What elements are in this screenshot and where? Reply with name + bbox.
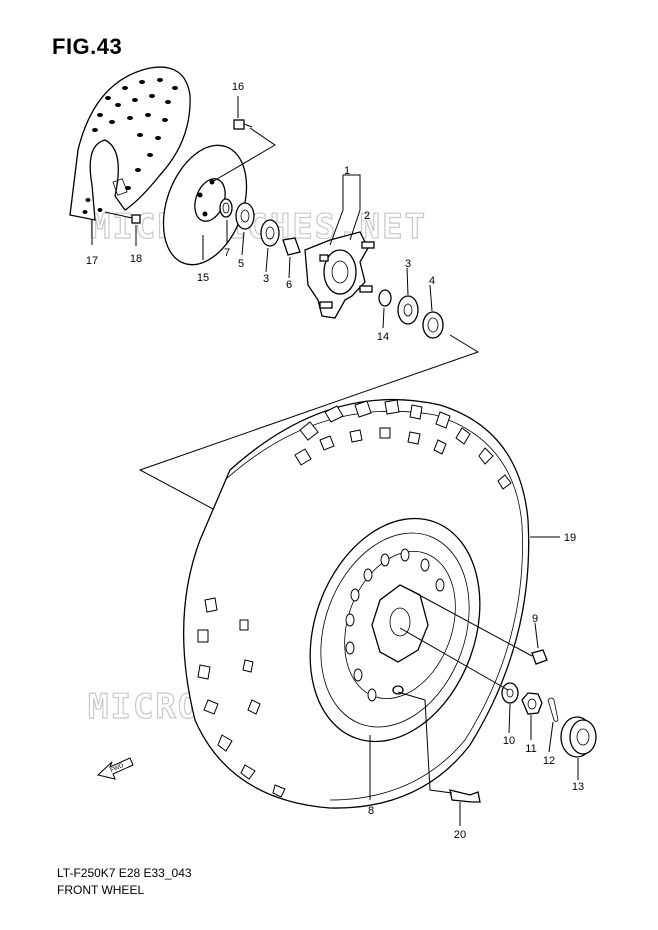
- bearing-3-outer: [397, 295, 419, 325]
- cotter-pin-12: [547, 697, 559, 722]
- callout-10: 10: [503, 735, 515, 747]
- callout-8: 8: [368, 805, 374, 817]
- footer-model-code: LT-F250K7 E28 E33_043: [57, 866, 192, 880]
- callout-7: 7: [224, 247, 230, 259]
- callout-2: 2: [364, 210, 370, 222]
- castle-nut-11: [521, 692, 543, 715]
- callout-14: 14: [377, 331, 389, 343]
- bearing-5: [235, 202, 255, 230]
- callout-20: 20: [454, 829, 466, 841]
- washer-10: [501, 682, 519, 704]
- callout-9: 9: [532, 613, 538, 625]
- fwd-label: FWD: [110, 763, 126, 774]
- callout-leaders: [91, 96, 579, 826]
- footer-figure-name: FRONT WHEEL: [57, 883, 145, 897]
- assembly-guide-line: [138, 334, 480, 511]
- bolt-16: [233, 119, 253, 130]
- callout-13: 13: [572, 781, 584, 793]
- hub-cap-13: [560, 716, 597, 758]
- callout-3a: 3: [263, 273, 269, 285]
- leader-9-line: [409, 589, 533, 657]
- brake-disc: [162, 144, 248, 266]
- wheel-tire: [183, 399, 530, 809]
- leader-20-line: [397, 691, 453, 794]
- figure-title: FIG.43: [52, 34, 123, 59]
- callout-19: 19: [564, 532, 576, 544]
- callout-3b: 3: [405, 258, 411, 270]
- bearing-3-inner: [260, 219, 280, 247]
- callout-6: 6: [286, 279, 292, 291]
- callout-5: 5: [238, 258, 244, 270]
- watermark-upper: MICROFICHES.NET: [90, 207, 427, 247]
- seal-4: [422, 311, 444, 339]
- callout-16: 16: [232, 81, 244, 93]
- disc-cover: [69, 66, 191, 221]
- callout-17: 17: [86, 255, 98, 267]
- fwd-arrow-icon: FWD: [96, 757, 134, 780]
- callout-18: 18: [130, 253, 142, 265]
- wheel-hub: [304, 231, 375, 319]
- bolt-18: [104, 211, 141, 224]
- callout-12: 12: [543, 755, 555, 767]
- callout-4: 4: [429, 275, 435, 287]
- callout-15: 15: [197, 272, 209, 284]
- seal-7: [219, 198, 233, 218]
- callout-11: 11: [525, 743, 536, 755]
- leader-10-line: [399, 627, 509, 691]
- callout-1: 1: [344, 165, 350, 177]
- spacer-6: [282, 237, 301, 256]
- valve-stem-20: [449, 789, 481, 803]
- bolt-16-leader: [211, 127, 276, 183]
- spacer-14: [378, 289, 392, 307]
- wheel-nut-9: [531, 649, 548, 665]
